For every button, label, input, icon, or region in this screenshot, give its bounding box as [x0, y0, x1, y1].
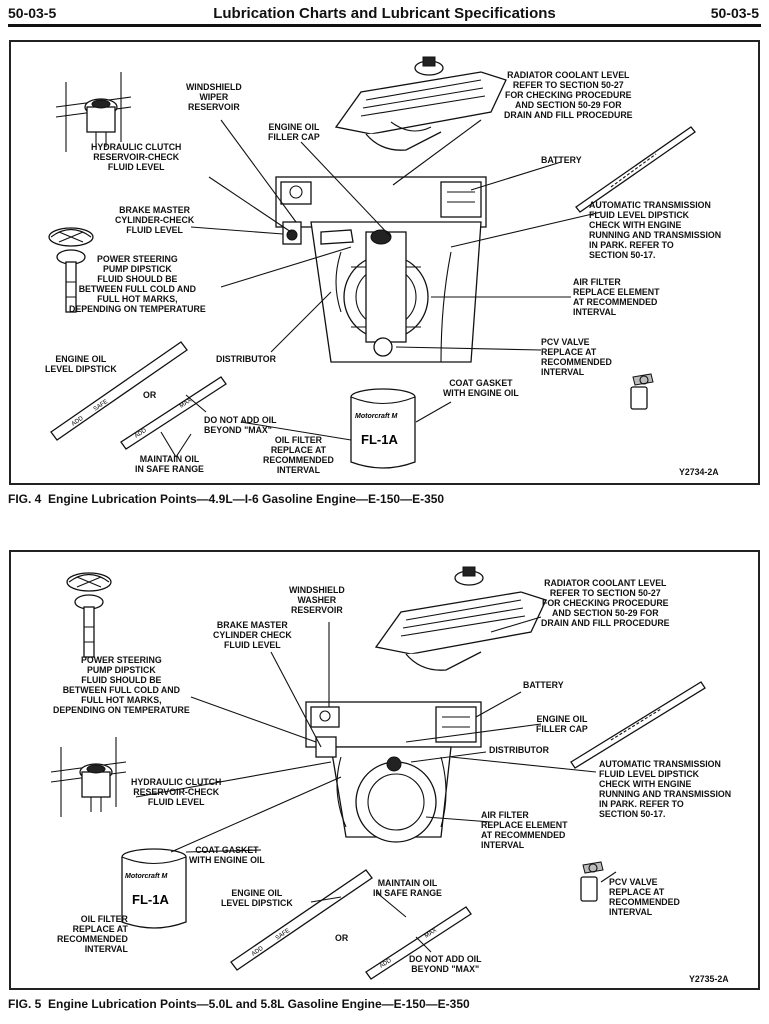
label-pcv-valve: PCV VALVE REPLACE AT RECOMMENDED INTERVA… [609, 877, 680, 917]
power-steering-dipstick-icon [66, 572, 112, 658]
label-battery: BATTERY [541, 155, 582, 165]
engine-compartment-icon [275, 176, 487, 363]
pcv-valve-icon [580, 861, 604, 902]
figure-4-illustration: ADD SAFE ADD MAX Motorcraft M FL-1A [48, 56, 696, 469]
label-engine-oil-filler-cap: ENGINE OIL FILLER CAP [536, 714, 588, 734]
label-power-steering-dipstick: POWER STEERING PUMP DIPSTICK FLUID SHOUL… [53, 655, 190, 715]
header-rule [8, 24, 761, 27]
label-windshield-washer-reservoir: WINDSHIELD WASHER RESERVOIR [289, 585, 345, 615]
label-battery: BATTERY [523, 680, 564, 690]
hydraulic-clutch-reservoir-icon [55, 72, 132, 152]
label-windshield-wiper-reservoir: WINDSHIELD WIPER RESERVOIR [186, 82, 242, 112]
label-hydraulic-clutch: HYDRAULIC CLUTCH RESERVOIR-CHECK FLUID L… [131, 777, 222, 807]
label-maintain-oil: MAINTAIN OIL IN SAFE RANGE [373, 878, 442, 898]
figure-5-panel: Motorcraft M FL-1A ADD SAFE ADD MAX [9, 550, 760, 990]
figure-4-caption: FIG. 4 Engine Lubrication Points—4.9L—I-… [8, 492, 445, 506]
label-brake-master-cylinder: BRAKE MASTER CYLINDER-CHECK FLUID LEVEL [115, 205, 195, 235]
label-or: OR [143, 390, 157, 400]
figure-4-panel: ADD SAFE ADD MAX Motorcraft M FL-1A [9, 40, 760, 485]
label-oil-filter: OIL FILTER REPLACE AT RECOMMENDED INTERV… [263, 435, 334, 475]
engine-compartment-icon [305, 701, 482, 843]
label-do-not-add-oil: DO NOT ADD OIL BEYOND "MAX" [204, 415, 277, 435]
label-radiator-coolant-level: RADIATOR COOLANT LEVEL REFER TO SECTION … [504, 70, 633, 120]
engine-oil-dipstick-alt-icon: ADD MAX [120, 376, 227, 450]
page-number-right: 50-03-5 [710, 5, 759, 21]
label-distributor: DISTRIBUTOR [216, 354, 276, 364]
label-air-filter: AIR FILTER REPLACE ELEMENT AT RECOMMENDE… [481, 810, 568, 850]
label-coat-gasket: COAT GASKET WITH ENGINE OIL [189, 845, 265, 865]
transmission-dipstick-icon [570, 681, 706, 769]
figure-5-illustration: Motorcraft M FL-1A ADD SAFE ADD MAX [50, 566, 706, 980]
label-or: OR [335, 933, 349, 943]
leader-lines [135, 616, 617, 953]
label-distributor: DISTRIBUTOR [489, 745, 549, 755]
figure-5-caption: FIG. 5 Engine Lubrication Points—5.0L an… [8, 997, 470, 1011]
hydraulic-clutch-reservoir-icon [50, 737, 127, 817]
label-power-steering-dipstick: POWER STEERING PUMP DIPSTICK FLUID SHOUL… [69, 254, 206, 314]
label-automatic-transmission-dipstick: AUTOMATIC TRANSMISSION FLUID LEVEL DIPST… [599, 759, 732, 819]
radiator-icon [374, 566, 547, 671]
label-engine-oil-filler-cap: ENGINE OIL FILLER CAP [268, 122, 320, 142]
figure-5-code: Y2735-2A [689, 974, 729, 984]
label-engine-oil-dipstick: ENGINE OIL LEVEL DIPSTICK [221, 888, 293, 908]
label-air-filter: AIR FILTER REPLACE ELEMENT AT RECOMMENDE… [573, 277, 660, 317]
label-pcv-valve: PCV VALVE REPLACE AT RECOMMENDED INTERVA… [541, 337, 612, 377]
oil-filter-model-text: FL-1A [132, 892, 169, 907]
oil-filter-brand-text: Motorcraft M [355, 413, 398, 420]
label-brake-master-cylinder: BRAKE MASTER CYLINDER CHECK FLUID LEVEL [213, 620, 292, 650]
leader-lines [160, 119, 602, 458]
figure-4-code: Y2734-2A [679, 467, 719, 477]
label-do-not-add-oil: DO NOT ADD OIL BEYOND "MAX" [409, 954, 482, 974]
oil-filter-model-text: FL-1A [361, 432, 398, 447]
label-oil-filter: OIL FILTER REPLACE AT RECOMMENDED INTERV… [57, 914, 128, 954]
pcv-valve-icon [630, 373, 654, 410]
page-number-left: 50-03-5 [8, 5, 57, 21]
label-maintain-oil: MAINTAIN OIL IN SAFE RANGE [135, 454, 204, 474]
label-automatic-transmission-dipstick: AUTOMATIC TRANSMISSION FLUID LEVEL DIPST… [589, 200, 722, 260]
oil-filter-icon: Motorcraft M FL-1A [121, 848, 187, 929]
label-engine-oil-dipstick: ENGINE OIL LEVEL DIPSTICK [45, 354, 117, 374]
transmission-dipstick-icon [575, 126, 696, 213]
label-coat-gasket: COAT GASKET WITH ENGINE OIL [443, 378, 519, 398]
power-steering-dipstick-icon [48, 227, 94, 313]
oil-filter-icon: Motorcraft M FL-1A [350, 388, 416, 469]
engine-oil-dipstick-icon: ADD SAFE [230, 869, 373, 971]
label-hydraulic-clutch: HYDRAULIC CLUTCH RESERVOIR-CHECK FLUID L… [91, 142, 182, 172]
radiator-icon [334, 56, 507, 151]
oil-filter-brand-text: Motorcraft M [125, 873, 168, 880]
page-title: Lubrication Charts and Lubricant Specifi… [213, 5, 556, 22]
label-radiator-coolant-level: RADIATOR COOLANT LEVEL REFER TO SECTION … [541, 578, 670, 628]
